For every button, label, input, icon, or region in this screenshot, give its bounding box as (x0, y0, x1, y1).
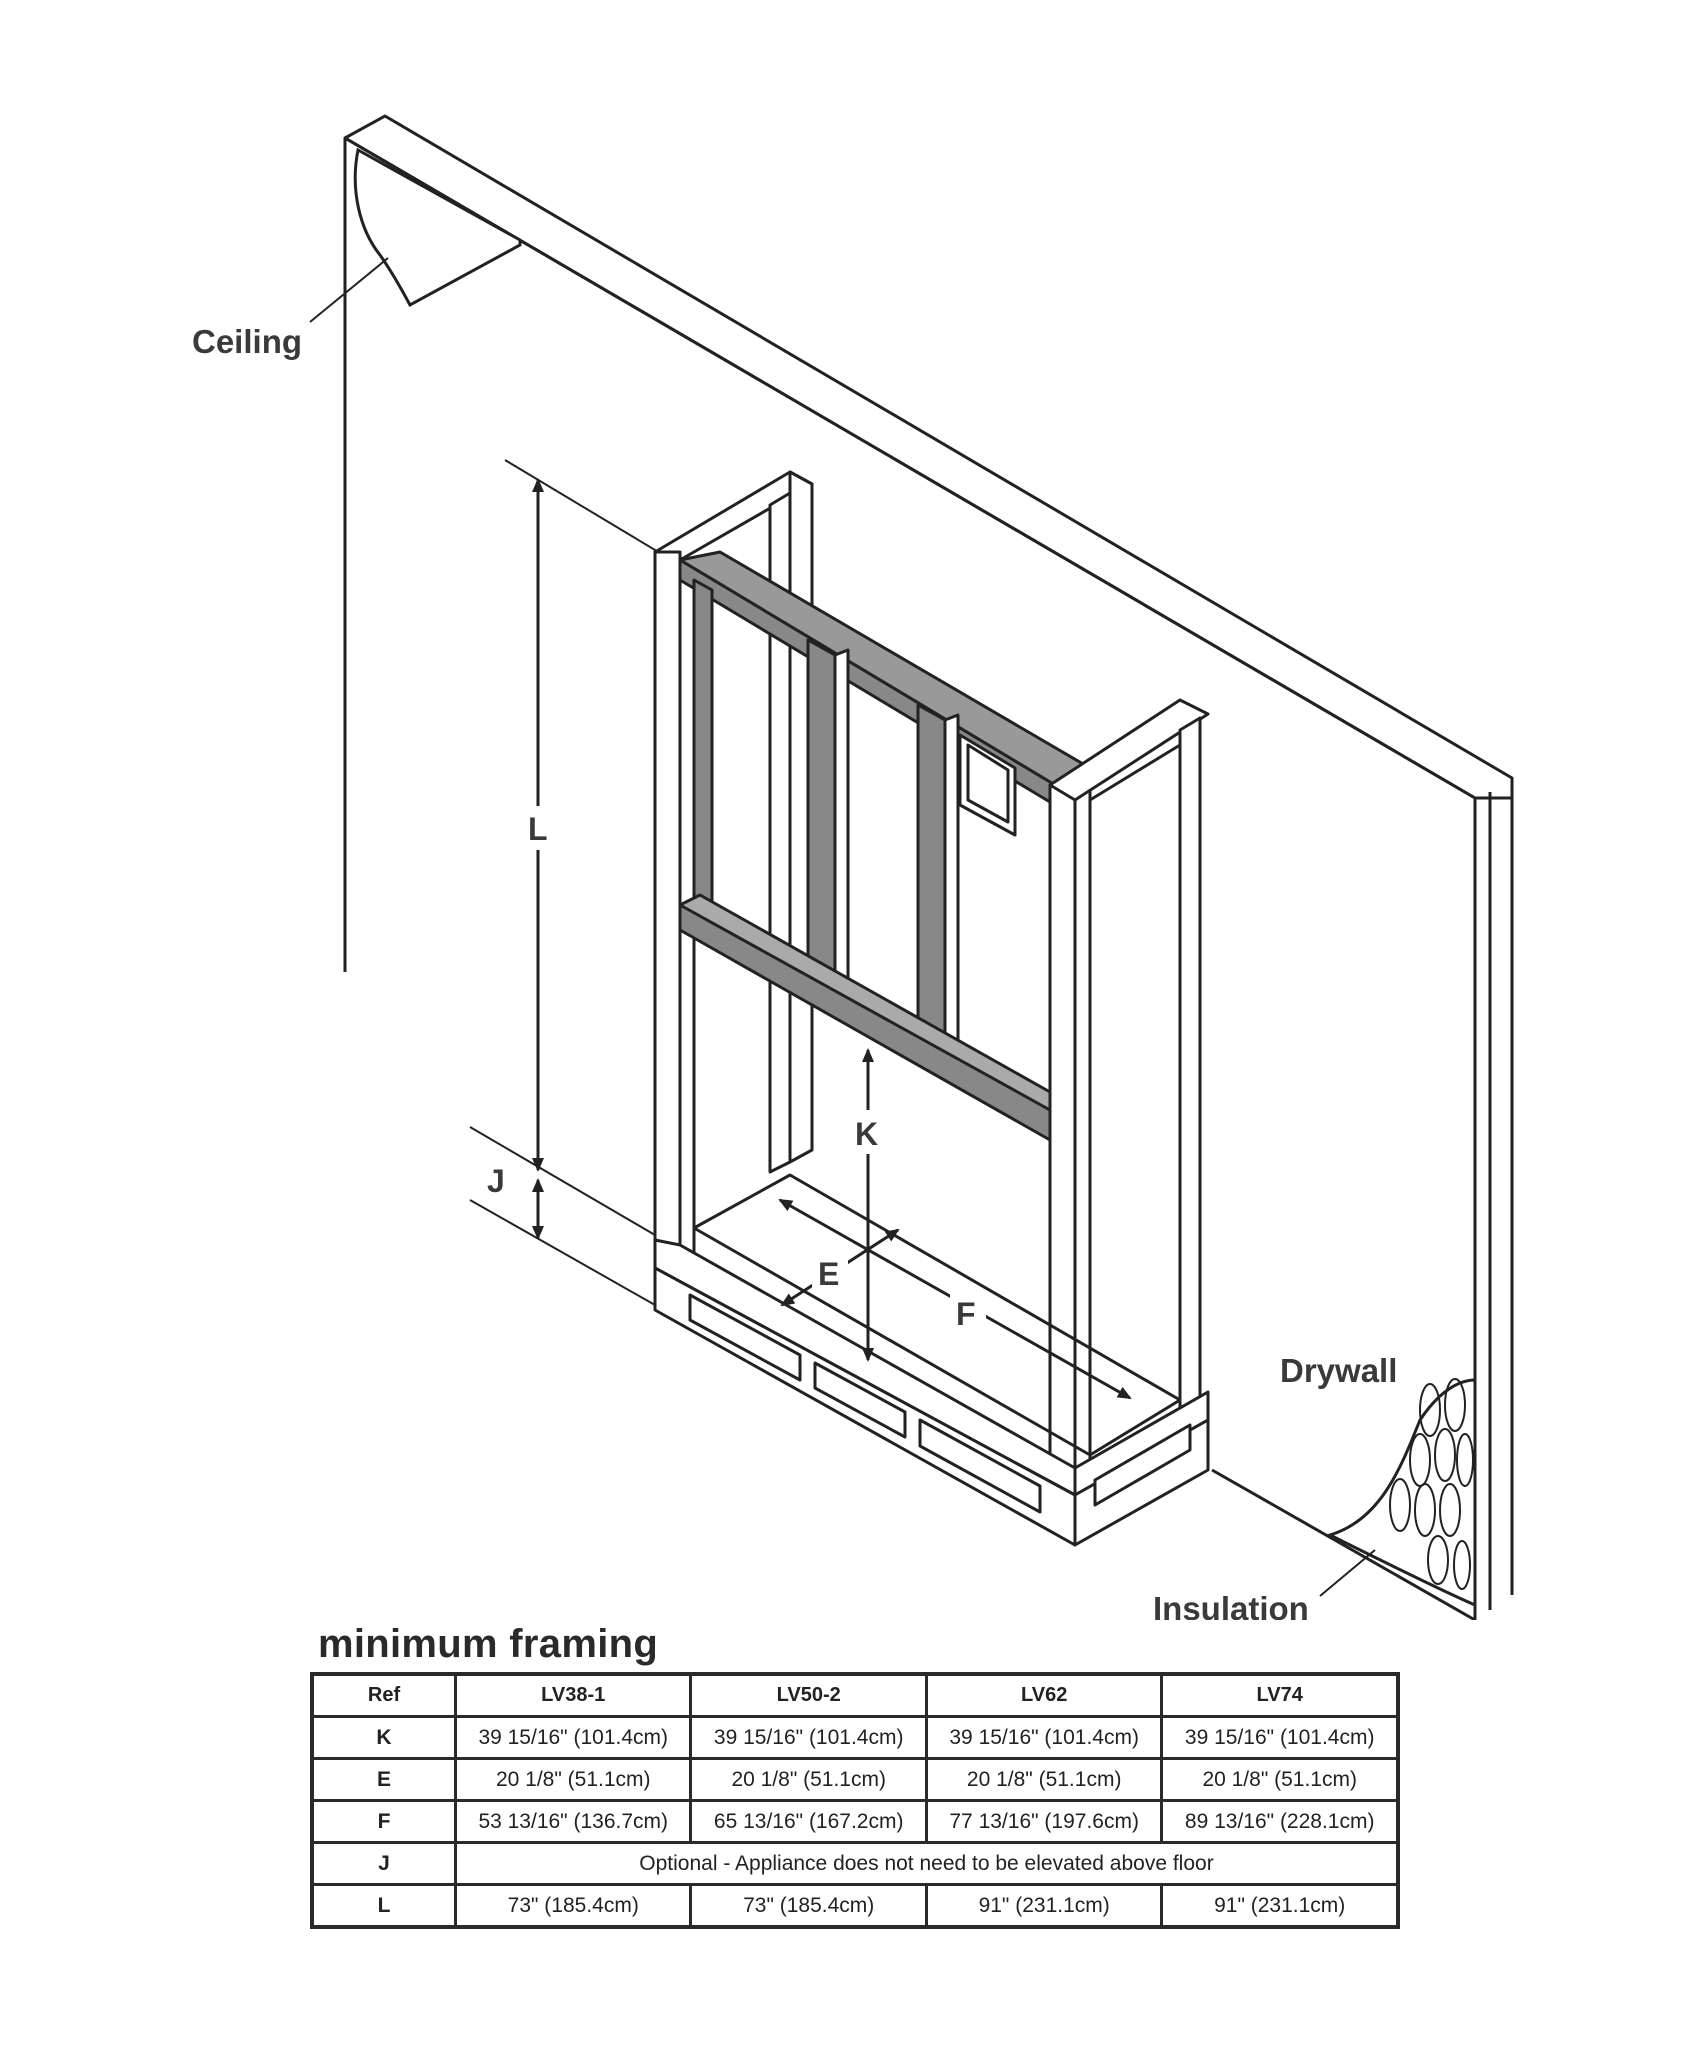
table-cell-span: Optional - Appliance does not need to be… (454, 1841, 1400, 1886)
header-lv74: LV74 (1160, 1672, 1400, 1718)
table-cell: 91" (231.1cm) (924, 1883, 1164, 1929)
table-row-l: L 73" (185.4cm) 73" (185.4cm) 91" (231.1… (310, 1883, 1400, 1929)
ceiling-curl (353, 147, 522, 308)
dim-k-label: K (855, 1116, 878, 1152)
row-ref: L (310, 1883, 457, 1929)
dim-l-label: L (528, 811, 548, 847)
table-cell: 89 13/16" (228.1cm) (1160, 1799, 1400, 1844)
dim-l-label-bg (522, 806, 556, 850)
table-row-f: F 53 13/16" (136.7cm) 65 13/16" (167.2cm… (310, 1799, 1400, 1844)
table-title: minimum framing (318, 1622, 659, 1666)
table-cell: 20 1/8" (51.1cm) (689, 1757, 928, 1802)
dimension-guides (469, 459, 661, 1306)
header-lv38-1: LV38-1 (453, 1672, 693, 1718)
table-cell: 73" (185.4cm) (689, 1883, 928, 1929)
minimum-framing-table: Ref LV38-1 LV50-2 LV62 LV74 K 39 15/16" … (310, 1672, 1400, 1929)
dim-k-label-bg (852, 1110, 886, 1154)
table-cell: 20 1/8" (51.1cm) (924, 1757, 1164, 1802)
insulation-leader (1319, 1549, 1376, 1597)
dim-e-label: E (818, 1256, 839, 1292)
framing-structure (653, 470, 1210, 1547)
header-ref: Ref (310, 1672, 457, 1718)
table-cell: 20 1/8" (51.1cm) (1160, 1757, 1400, 1802)
insulation-label: Insulation (1153, 1590, 1309, 1620)
table-cell: 53 13/16" (136.7cm) (453, 1799, 693, 1844)
row-ref: J (310, 1841, 457, 1886)
row-ref: K (310, 1715, 457, 1760)
table-row-k: K 39 15/16" (101.4cm) 39 15/16" (101.4cm… (310, 1715, 1400, 1760)
row-ref: F (310, 1799, 457, 1844)
row-ref: E (310, 1757, 457, 1802)
table-row-e: E 20 1/8" (51.1cm) 20 1/8" (51.1cm) 20 1… (310, 1757, 1400, 1802)
table-cell: 39 15/16" (101.4cm) (689, 1715, 928, 1760)
table-cell: 91" (231.1cm) (1160, 1883, 1400, 1929)
table-cell: 73" (185.4cm) (453, 1883, 693, 1929)
table-header-row: Ref LV38-1 LV50-2 LV62 LV74 (310, 1672, 1400, 1718)
ceiling-label: Ceiling (192, 323, 302, 360)
table-row-j: J Optional - Appliance does not need to … (310, 1841, 1400, 1886)
table-cell: 65 13/16" (167.2cm) (689, 1799, 928, 1844)
dim-j-label: J (487, 1163, 505, 1199)
framing-diagram: Ceiling Drywall Insulation L J K E F (192, 114, 1514, 1620)
ceiling-leader (309, 257, 389, 323)
table-cell: 77 13/16" (197.6cm) (924, 1799, 1164, 1844)
header-lv62: LV62 (924, 1672, 1164, 1718)
table-cell: 39 15/16" (101.4cm) (453, 1715, 693, 1760)
dim-f-label-bg (950, 1290, 986, 1334)
table-cell: 39 15/16" (101.4cm) (1160, 1715, 1400, 1760)
insulation-curl (1325, 1378, 1477, 1608)
table-cell: 20 1/8" (51.1cm) (453, 1757, 693, 1802)
header-lv50-2: LV50-2 (689, 1672, 928, 1718)
wall-panel (343, 114, 1514, 1620)
dim-f-label: F (956, 1296, 976, 1332)
table-cell: 39 15/16" (101.4cm) (924, 1715, 1164, 1760)
drywall-label: Drywall (1280, 1352, 1397, 1389)
